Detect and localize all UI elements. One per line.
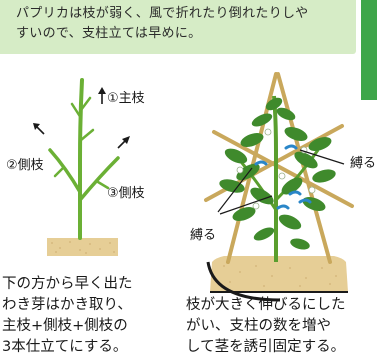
label-side-branch-right: ③側枝 xyxy=(107,186,145,201)
caption-right: 枝が大きく伸びるにした がい、支柱の数を増や して茎を誘引固定する。 xyxy=(186,295,346,358)
arrow-right xyxy=(117,136,130,149)
label-main-branch: ①主枝 xyxy=(107,91,145,106)
caption-right-line-1: 枝が大きく伸びるにした xyxy=(186,297,346,313)
caption-left: 下の方から早く出た わき芽はかき取り、 主枝+側枝+側枝の 3本仕立てにする。 xyxy=(2,274,133,358)
pruned-plant-illustration xyxy=(33,78,130,256)
caption-left-line-4: 3本仕立てにする。 xyxy=(2,339,128,355)
tip-line-1: パプリカは枝が弱く、風で折れたり倒れたりしや xyxy=(16,6,309,21)
label-tie-top: 縛る xyxy=(350,156,377,171)
soil-left xyxy=(47,238,118,256)
caption-right-line-3: して茎を誘引固定する。 xyxy=(186,339,346,355)
tip-text: パプリカは枝が弱く、風で折れたり倒れたりしや すいので、支柱立ては早めに。 xyxy=(16,4,348,44)
label-tie-bottom: 縛る xyxy=(190,228,217,243)
caption-right-line-2: がい、支柱の数を増や xyxy=(186,318,331,334)
caption-left-line-3: 主枝+側枝+側枝の xyxy=(2,318,128,334)
section-tab xyxy=(361,0,377,100)
caption-left-line-2: わき芽はかき取り、 xyxy=(2,297,132,313)
tip-line-2: すいので、支柱立ては早めに。 xyxy=(16,26,202,41)
caption-left-line-1: 下の方から早く出た xyxy=(2,276,133,292)
staked-plant-illustration xyxy=(204,72,354,302)
tie-marks xyxy=(254,144,312,210)
label-side-branch-left: ②側枝 xyxy=(6,158,44,173)
arrow-main xyxy=(98,87,106,104)
arrow-left xyxy=(33,123,45,135)
tip-box: パプリカは枝が弱く、風で折れたり倒れたりしや すいので、支柱立ては早めに。 xyxy=(0,0,356,54)
